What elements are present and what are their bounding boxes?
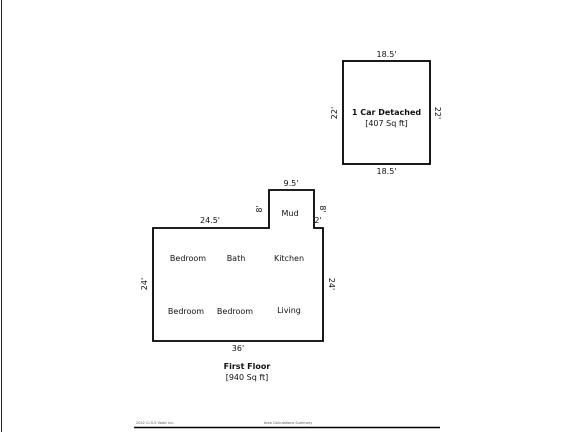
garage-area: [407 Sq ft] — [365, 119, 408, 128]
floor-dim-right: 24' — [327, 278, 336, 290]
floor-dim-left: 24' — [140, 278, 149, 290]
floor-dim-bottom: 36' — [232, 344, 244, 353]
footer-left-text: 2022 CI-5-5 Vadic Inc. — [136, 421, 174, 425]
garage-title: 1 Car Detached — [352, 108, 422, 117]
room-label-mud: Mud — [281, 209, 298, 218]
floor-dim-step: 2' — [314, 216, 321, 225]
garage-dim-bottom: 18.5' — [376, 167, 396, 176]
room-label-bedroom: Bedroom — [170, 254, 206, 263]
first-floor-outline — [152, 189, 324, 342]
garage-dim-top: 18.5' — [376, 50, 396, 59]
room-label-bedroom: Bedroom — [168, 307, 204, 316]
garage-outline — [342, 60, 431, 165]
floor-dim-top-left: 24.5' — [200, 216, 220, 225]
floor-dim-mud-right: 8' — [318, 205, 327, 212]
room-label-kitchen: Kitchen — [274, 254, 304, 263]
floor-area: [940 Sq ft] — [226, 373, 269, 382]
floor-title: First Floor — [224, 362, 271, 371]
garage-dim-left: 22' — [330, 107, 339, 119]
room-label-bath: Bath — [227, 254, 246, 263]
footer-center-text: Area Calculations Summary — [264, 421, 313, 425]
floor-dim-mud-top: 9.5' — [284, 179, 299, 188]
floor-dim-mud-left: 8' — [255, 205, 264, 212]
room-label-bedroom: Bedroom — [217, 307, 253, 316]
garage-dim-right: 22' — [433, 107, 442, 119]
room-label-living: Living — [277, 306, 301, 315]
